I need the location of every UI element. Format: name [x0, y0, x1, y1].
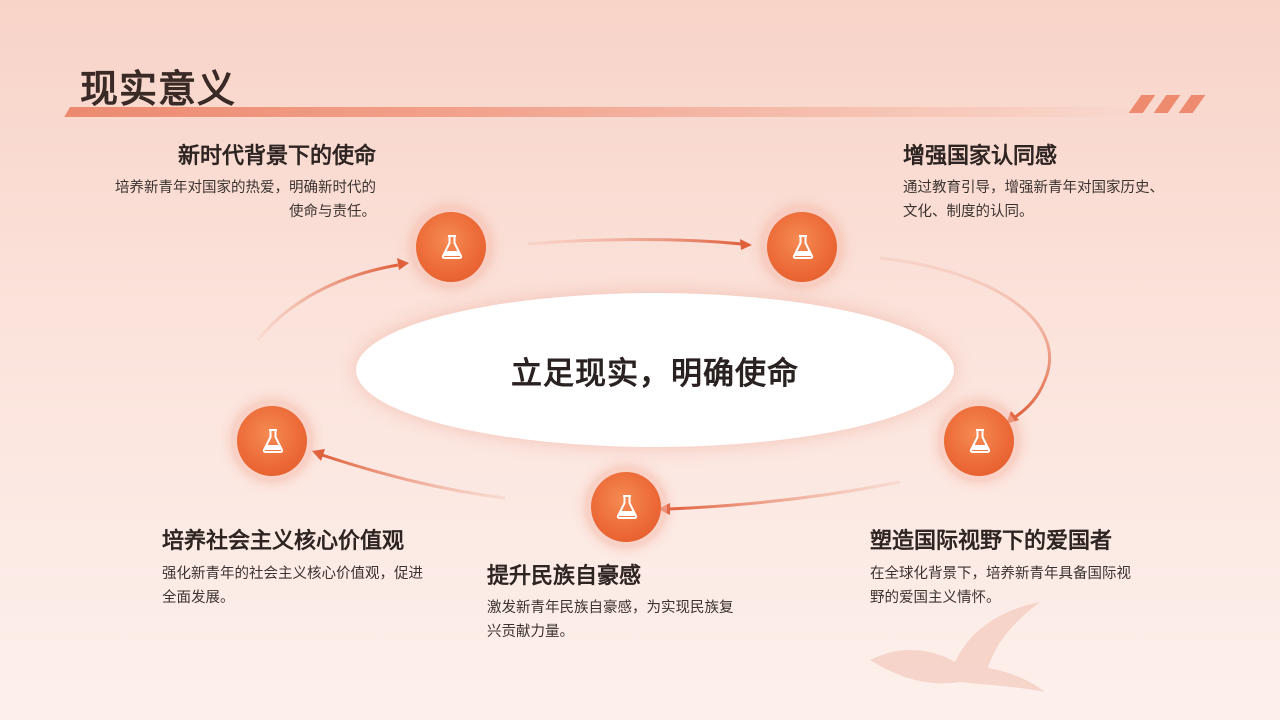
arrowhead-top [740, 239, 752, 250]
item-heading: 新时代背景下的使命 [177, 144, 376, 169]
center-title: 立足现实，明确使命 [511, 355, 799, 392]
arrow-left [256, 263, 399, 341]
desc-line: 野的爱国主义情怀。 [870, 590, 1001, 606]
arrow-right [879, 256, 1052, 420]
icon-node-2 [761, 206, 843, 288]
arrow-bottom-right [667, 480, 901, 511]
item-description: 激发新青年民族自豪感，为实现民族复 兴贡献力量。 [487, 596, 807, 644]
arrow-top [527, 238, 743, 246]
item-description: 在全球化背景下，培养新青年具备国际视 野的爱国主义情怀。 [870, 562, 1200, 610]
flask-icon [767, 212, 837, 282]
flask-icon [416, 212, 486, 282]
item-description: 培养新青年对国家的热爱，明确新时代的 使命与责任。 [60, 176, 376, 224]
flask-icon [237, 406, 307, 476]
center-ellipse [356, 293, 954, 447]
arrowhead-bottom-left [312, 449, 325, 461]
desc-line: 激发新青年民族自豪感，为实现民族复 [487, 600, 734, 616]
icon-node-5 [231, 400, 313, 482]
desc-line: 兴贡献力量。 [487, 624, 574, 640]
item-heading: 增强国家认同感 [903, 144, 1058, 169]
item-heading: 培养社会主义核心价值观 [162, 529, 405, 554]
bird-silhouette-decoration [870, 602, 1045, 692]
desc-line: 在全球化背景下，培养新青年具备国际视 [870, 566, 1131, 582]
arrowhead-left [397, 258, 409, 270]
desc-line: 文化、制度的认同。 [903, 204, 1034, 220]
desc-line: 使命与责任。 [289, 204, 376, 220]
icon-node-3 [938, 400, 1020, 482]
desc-line: 全面发展。 [162, 590, 235, 606]
icon-node-4 [585, 466, 667, 548]
desc-line: 强化新青年的社会主义核心价值观，促进 [162, 566, 423, 582]
item-heading: 塑造国际视野下的爱国者 [870, 529, 1113, 554]
item-description: 强化新青年的社会主义核心价值观，促进 全面发展。 [162, 562, 482, 610]
flask-icon [591, 472, 661, 542]
desc-line: 培养新青年对国家的热爱，明确新时代的 [115, 180, 376, 196]
icon-node-1 [410, 206, 492, 288]
item-heading: 提升民族自豪感 [487, 564, 642, 589]
page-title: 现实意义 [80, 67, 237, 111]
flask-icon [944, 406, 1014, 476]
arrow-bottom-left [321, 453, 506, 500]
desc-line: 通过教育引导，增强新青年对国家历史、 [903, 180, 1164, 196]
item-description: 通过教育引导，增强新青年对国家历史、 文化、制度的认同。 [903, 176, 1233, 224]
